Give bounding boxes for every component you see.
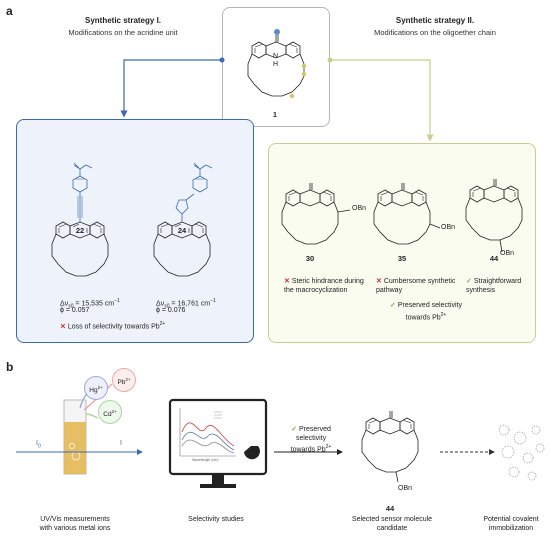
right-note-steric: ✕ Steric hindrance during the macrocycli… [284, 278, 364, 294]
atom-label: N [273, 53, 279, 60]
compound-22-label: 22 [75, 226, 85, 235]
compound-1-label: 1 [273, 112, 277, 119]
atom-label: H [273, 61, 279, 68]
compound-22-stokes-shift: Δνs0 = 15,535 cm−1 [60, 298, 120, 310]
compound-35-label: 35 [397, 254, 407, 263]
arrow-text-preserved: ✓ Preserved selectivity towards Pb2+ [290, 426, 332, 454]
arrow-to-strategy-2 [330, 59, 434, 142]
left-box-note: ✕ Loss of selectivity towards Pb2+ [60, 321, 166, 331]
cuvette-icon [63, 399, 87, 475]
compound-35-structure [373, 182, 441, 245]
compound-44-label: 44 [489, 254, 499, 263]
compound-1-structure [247, 29, 307, 99]
compound-24-stokes-shift: Δνs0 = 16,761 cm−1 [156, 298, 216, 310]
obn-label: OBn [500, 250, 515, 257]
ion-hg-bubble: Hg2+ [84, 376, 108, 400]
panel-b-letter: b [6, 360, 14, 374]
strategy-1-title: Synthetic strategy I. [84, 16, 162, 25]
monitor-icon [168, 398, 268, 488]
obn-label: OBn [441, 224, 456, 231]
parent-compound-box [222, 7, 330, 127]
compound-44-b-structure [361, 410, 419, 483]
compound-22-structure [51, 162, 109, 277]
caption-selectivity: Selectivity studies [188, 516, 244, 523]
compound-30-structure [281, 182, 351, 245]
compound-22-quantum-yield: ϕ = 0.057 [60, 307, 90, 314]
strategy-2-box [268, 143, 536, 343]
compound-24-quantum-yield: ϕ = 0.076 [156, 307, 186, 314]
right-note-cumbersome: ✕ Cumbersome synthetic pathway [376, 278, 456, 294]
compound-24-structure [153, 162, 213, 277]
beam-out-label: I [120, 440, 122, 447]
compound-44-b-label: 44 [385, 504, 395, 513]
spectrum-axis-label: Wavelength (nm) [192, 458, 219, 462]
right-note-straightforward: ✓ Straightforward synthesis [466, 278, 522, 294]
right-note-preserved: ✓ Preserved selectivity towards Pb2+ [389, 302, 463, 321]
compound-44-structure [465, 178, 523, 253]
panel-a-letter: a [6, 4, 13, 18]
immobilized-particles-icon [498, 424, 545, 481]
arrow-to-strategy-1 [120, 59, 222, 118]
obn-label-b: OBn [398, 485, 413, 492]
strategy-2-title: Synthetic strategy II. [395, 16, 475, 25]
compound-24-label: 24 [177, 226, 187, 235]
beam-in-label: I0 [36, 440, 41, 450]
ion-cd-bubble: Cd2+ [98, 400, 122, 424]
strategy-1-subtitle: Modifications on the acridine unit [68, 28, 178, 37]
strategy-2-subtitle: Modifications on the oligoether chain [374, 28, 496, 37]
compound-30-label: 30 [305, 254, 315, 263]
ion-pb-bubble: Pb2+ [112, 368, 136, 392]
obn-label: OBn [352, 205, 367, 212]
